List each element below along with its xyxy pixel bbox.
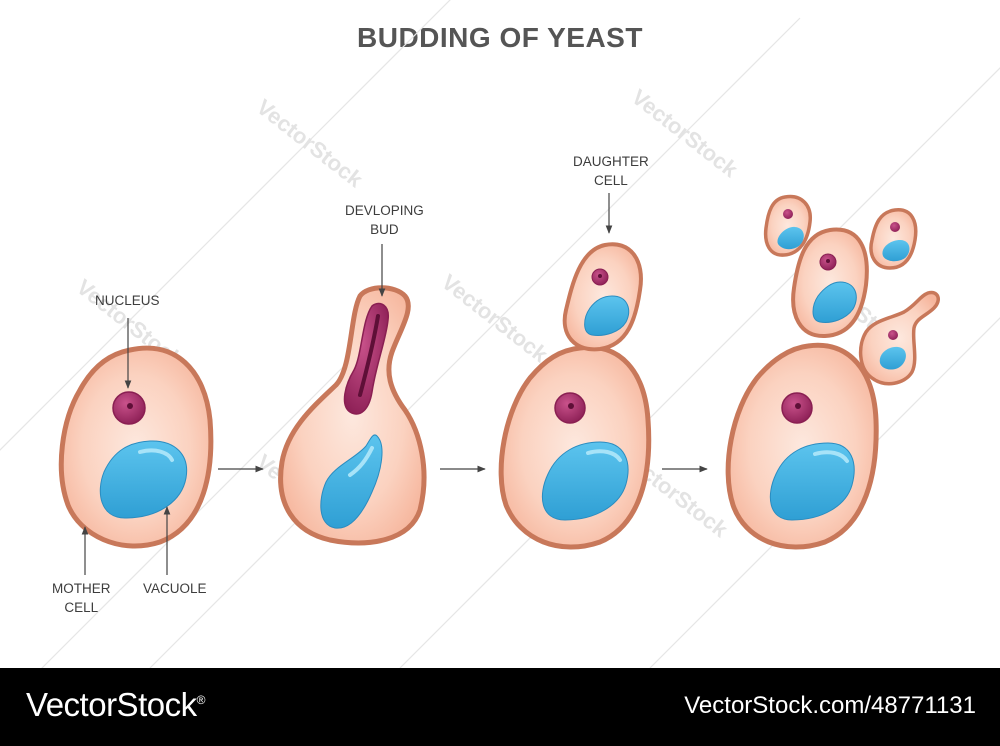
bud-vacuole [777,226,804,250]
vacuole-highlight [348,446,374,477]
bud-nucleus [888,330,898,340]
watermark-text: VectorStock [437,269,553,367]
daughter-vacuole [584,295,630,336]
vacuole-highlight [813,450,849,463]
budding-diagram: VectorStock VectorStock VectorStock Vect… [0,0,1000,668]
watermark-footer: VectorStock® VectorStock.com/48771131 [0,668,1000,746]
footer-brand: VectorStock® [26,686,205,723]
vacuole [541,441,629,521]
nucleus-highlight [358,314,380,397]
nucleolus [568,403,574,409]
label-pointers [81,193,613,575]
developing-bud-label: DEVLOPING BUD [345,203,424,237]
elongated-nucleus [343,302,389,415]
bud-nucleus [890,222,900,232]
vacuole-highlight [586,449,622,462]
bud-nucleus [783,209,793,219]
stage-2-developing-bud [278,285,427,546]
nucleolus [795,403,801,409]
stage-4-colony [725,194,940,550]
bud-vacuole [882,240,910,262]
diagram-canvas: BUDDING OF YEAST [0,0,1000,668]
nucleolus [127,403,133,409]
daughter-nucleolus [598,274,602,278]
stage-1-mother-cell [58,345,214,549]
daughter-cell-label: DAUGHTER CELL [573,154,649,188]
footer-image-ref: VectorStock.com/48771131 [684,692,976,719]
mother-cell-label: MOTHER CELL [52,581,111,615]
bud-vacuole [879,346,906,370]
vacuole [769,442,855,521]
daughter-nucleolus [826,259,830,263]
daughter-vacuole [812,281,857,323]
nucleus-label: NUCLEUS [95,293,160,308]
vacuole-highlight [138,448,174,462]
diagram-title: BUDDING OF YEAST [357,22,643,53]
stage-3-daughter-cell [498,242,652,550]
watermark-text: VectorStock [252,94,368,192]
vacuole-label: VACUOLE [143,581,207,596]
vacuole [99,440,188,519]
budding-cell-body [278,285,427,546]
